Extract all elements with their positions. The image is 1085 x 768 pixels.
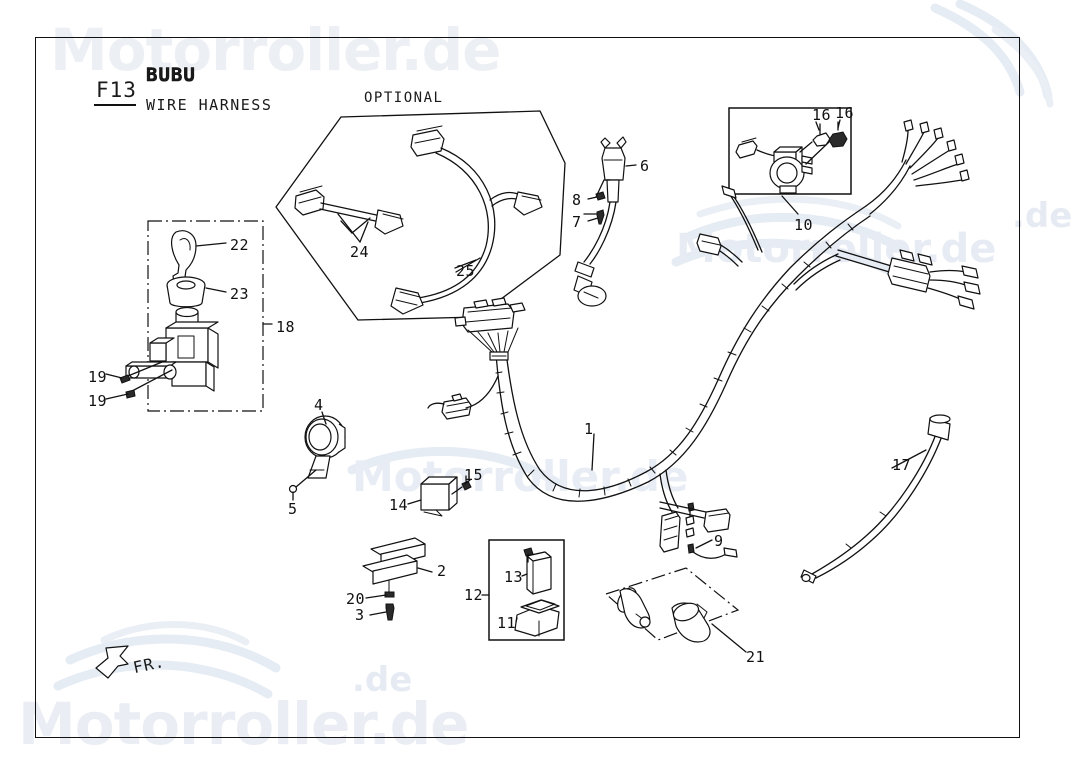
- optional-sub-harness-short: [294, 185, 404, 235]
- leader-lines: [105, 119, 927, 653]
- page-code: F13: [96, 78, 137, 102]
- callout-8: 8: [572, 191, 582, 209]
- callout-20: 20: [346, 590, 366, 608]
- direction-arrow: [95, 645, 129, 679]
- harness-side-connector: [427, 375, 499, 420]
- starter-relay-assembly: [735, 121, 848, 194]
- callout-15: 15: [464, 466, 484, 484]
- callout-24: 24: [350, 243, 370, 261]
- callout-10: 10: [794, 216, 814, 234]
- ignition-switch-body: [125, 306, 219, 392]
- fuse-set: [617, 587, 711, 643]
- flasher-relay: [420, 475, 472, 517]
- callout-14: 14: [389, 496, 409, 514]
- harness-left-branch: [696, 185, 763, 267]
- callout-23: 23: [230, 285, 250, 303]
- brand-title: BUBU: [146, 64, 196, 87]
- callout-22: 22: [230, 236, 250, 254]
- fuse-holder-group: [659, 501, 738, 559]
- callout-17: 17: [892, 456, 912, 474]
- cdi-unit: [523, 547, 552, 595]
- callout-19b: 19: [88, 392, 108, 410]
- optional-region: [275, 110, 566, 321]
- page-title: WIRE HARNESS: [146, 96, 273, 114]
- callout-19: 19: [88, 368, 108, 386]
- callout-21: 21: [746, 648, 766, 666]
- callout-3: 3: [355, 606, 365, 624]
- page-code-underline: [94, 104, 136, 106]
- callout-13: 13: [504, 568, 524, 586]
- callout-16: 16: [812, 106, 832, 124]
- optional-section-label: OPTIONAL: [364, 90, 444, 106]
- starter-relay-box: [728, 107, 852, 195]
- harness-main-connector-block: [454, 297, 526, 361]
- battery-ground-cable: [800, 414, 951, 584]
- callout-12: 12: [464, 586, 484, 604]
- ignition-key: [170, 230, 197, 287]
- electrical-parts-group-box: [488, 539, 565, 641]
- callout-16b: 16: [835, 104, 855, 122]
- battery-holder-strap: [362, 537, 426, 621]
- lock-screws: [119, 361, 173, 399]
- callout-4: 4: [314, 396, 324, 414]
- callout-6: 6: [640, 157, 650, 175]
- harness-right-branch-lower: [793, 249, 981, 310]
- ignition-coil: [573, 136, 627, 307]
- callout-7: 7: [572, 213, 582, 231]
- callout-11: 11: [497, 614, 517, 632]
- callout-1: 1: [584, 420, 594, 438]
- harness-right-branch-upper: [865, 119, 970, 215]
- diagram-frame: [35, 37, 1020, 738]
- ignition-switch-box: [147, 220, 264, 412]
- harness-lower-branch: [659, 469, 679, 513]
- lock-collar: [166, 276, 206, 308]
- callout-9: 9: [714, 532, 724, 550]
- main-wire-harness: [427, 119, 981, 559]
- optional-sub-harness-long: [390, 125, 543, 315]
- voltage-regulator: [514, 599, 560, 637]
- callout-5: 5: [288, 500, 298, 518]
- horn: [288, 415, 346, 494]
- callout-18: 18: [276, 318, 296, 336]
- callout-2: 2: [437, 562, 447, 580]
- callout-25: 25: [456, 262, 476, 280]
